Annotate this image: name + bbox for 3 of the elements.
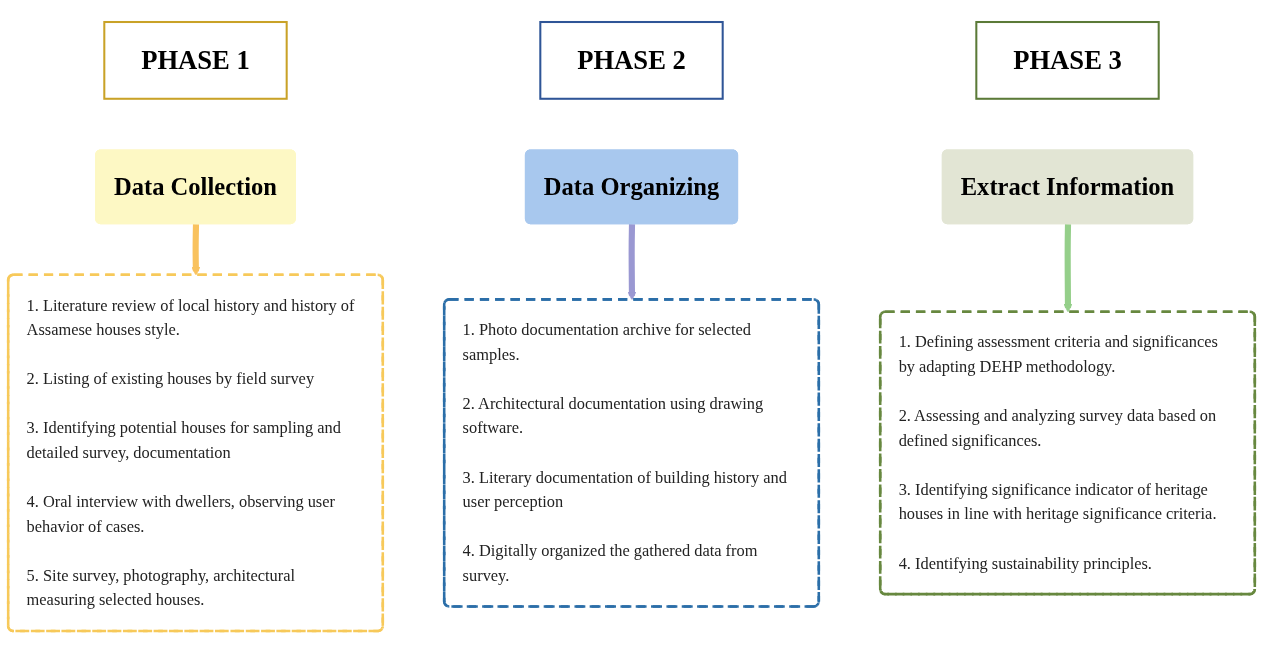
node-box: PHASE 2	[539, 21, 724, 100]
node-box: PHASE 3	[975, 21, 1160, 100]
node-box: PHASE 1	[103, 21, 288, 100]
